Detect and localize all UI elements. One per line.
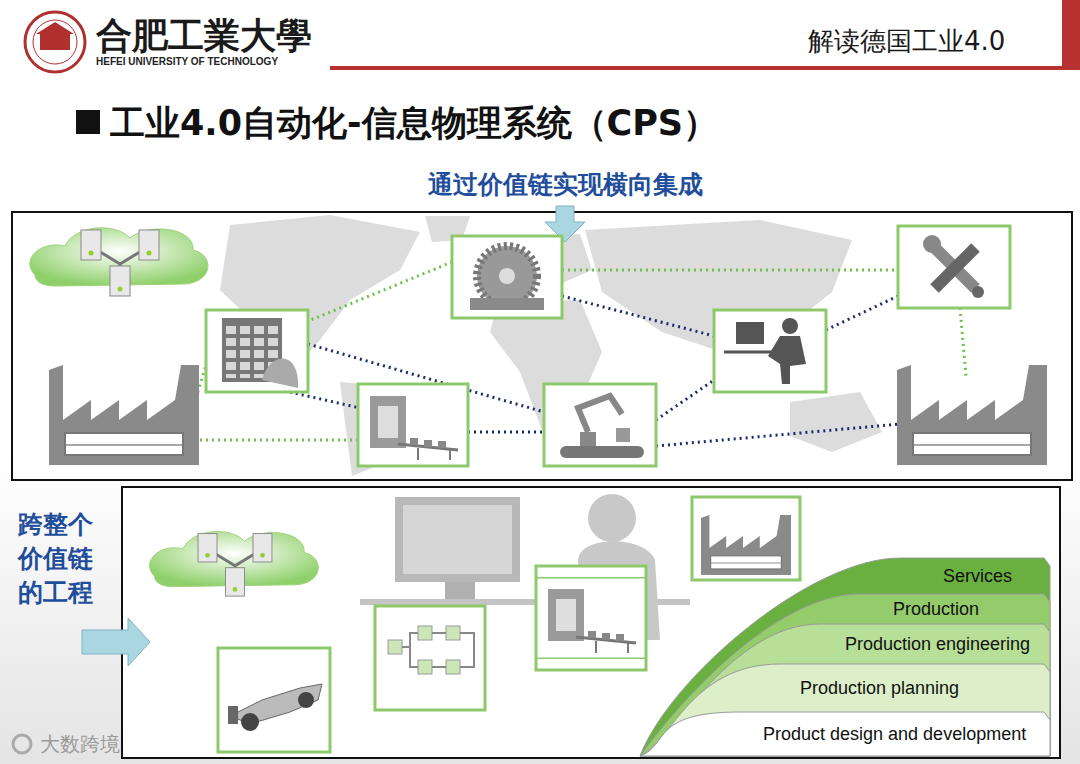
ribbon-band — [640, 664, 1050, 756]
value-chain-band: Production — [893, 599, 979, 620]
watermark: 大数跨境 — [40, 731, 120, 758]
university-name: 合肥工業大學 — [96, 12, 312, 61]
engineering-note: 跨整个价值链的工程 — [18, 508, 94, 609]
integration-note: 通过价值链实现横向集成 — [428, 168, 703, 201]
value-chain-band: Product design and development — [763, 724, 1026, 745]
band-label: Production engineering — [845, 634, 1030, 655]
value-chain-band: Services — [943, 566, 1012, 587]
dotted-link — [468, 431, 544, 434]
ribbon-band — [640, 624, 1050, 756]
header-caption: 解读德国工业4.0 — [808, 24, 1005, 59]
dotted-link — [826, 296, 898, 330]
value-chain-band: Production planning — [800, 678, 959, 699]
band-label: Product design and development — [763, 724, 1026, 745]
band-label: Production planning — [800, 678, 959, 699]
ribbon-band — [640, 712, 1050, 756]
band-label: Services — [943, 566, 1012, 587]
dotted-link — [306, 262, 452, 322]
dotted-link — [200, 439, 358, 442]
dotted-link — [562, 296, 714, 336]
dotted-link — [960, 308, 966, 376]
ribbon-band — [640, 558, 1050, 756]
band-label: Production — [893, 599, 979, 620]
dotted-link — [656, 380, 714, 420]
ribbon-band — [640, 594, 1050, 756]
slide-title: 工业4.0自动化-信息物理系统（CPS） — [110, 100, 718, 147]
dotted-link — [290, 392, 360, 408]
dotted-link — [656, 424, 900, 446]
value-chain-band: Production engineering — [845, 634, 1030, 655]
dotted-link — [562, 269, 898, 272]
university-name-en: HEFEI UNIVERSITY OF TECHNOLOGY — [96, 56, 278, 67]
